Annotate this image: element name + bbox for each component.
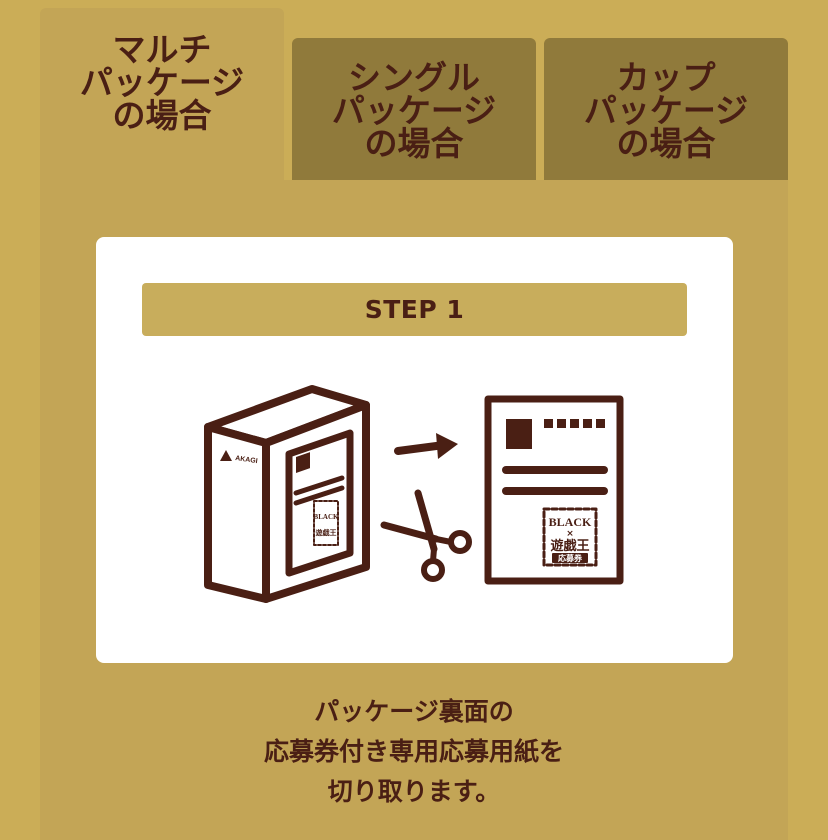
brand-text: AKAGI bbox=[235, 455, 258, 465]
tab-multi-line-2: パッケージ bbox=[79, 62, 245, 102]
tab-multi-line-3: の場合 bbox=[112, 95, 212, 135]
application-form-icon: BLACK × 遊戯王 応募券 bbox=[484, 395, 624, 585]
box-coupon-text-2: 遊戯王 bbox=[316, 528, 337, 537]
step-illustration: AKAGI BLACK 遊戯王 bbox=[204, 385, 624, 603]
coupon-cross-text: × bbox=[566, 529, 574, 539]
tab-cup-line-1: カップ bbox=[616, 58, 716, 97]
coupon-black-text: BLACK bbox=[549, 515, 592, 529]
coupon-yugioh-text: 遊戯王 bbox=[550, 538, 589, 554]
caption-line-2: 応募券付き専用応募用紙を bbox=[263, 737, 564, 766]
tab-cup-line-3: の場合 bbox=[616, 124, 716, 163]
tab-cup-package[interactable]: カップ パッケージ の場合 bbox=[544, 38, 788, 183]
tab-multi-line-1: マルチ bbox=[112, 29, 212, 69]
tab-single-line-1: シングル bbox=[348, 58, 480, 97]
step-card: STEP 1 AKAGI BLACK 遊戯王 bbox=[96, 237, 733, 663]
package-box-icon: AKAGI BLACK 遊戯王 bbox=[204, 385, 370, 603]
caption-line-1: パッケージ裏面の bbox=[314, 697, 514, 726]
box-coupon-text: BLACK bbox=[314, 513, 339, 521]
tab-single-line-3: の場合 bbox=[364, 124, 464, 163]
step-caption: パッケージ裏面の 応募券付き専用応募用紙を 切り取ります。 bbox=[40, 692, 788, 812]
tab-multi-package[interactable]: マルチ パッケージ の場合 bbox=[40, 8, 284, 198]
tab-cup-line-2: パッケージ bbox=[583, 91, 749, 130]
caption-line-3: 切り取ります。 bbox=[327, 777, 501, 806]
tab-single-package[interactable]: シングル パッケージ の場合 bbox=[292, 38, 536, 183]
tab-single-line-2: パッケージ bbox=[331, 91, 497, 130]
arrow-right-icon bbox=[394, 433, 458, 459]
step-label: STEP 1 bbox=[142, 283, 687, 336]
coupon-stamp-text: 応募券 bbox=[558, 553, 583, 563]
scissors-icon bbox=[380, 489, 472, 582]
